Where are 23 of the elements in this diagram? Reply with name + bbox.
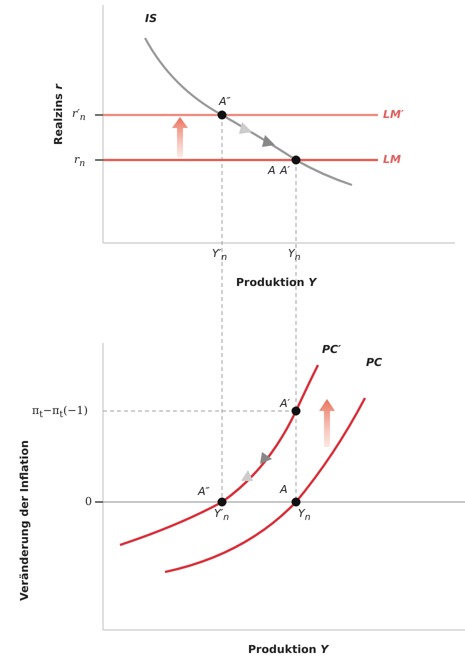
curve-label: PC′ (322, 343, 342, 356)
axis-tick-label: Y$_{n}$ (298, 507, 311, 524)
axis-tick-label: Y′$_{n}$ (212, 247, 228, 264)
axis-tick-label: π$_{t}$−π$_{t}$(−1) (32, 404, 88, 422)
point-label: A (268, 164, 276, 177)
axis-tick-label: Y$_{n}$ (288, 247, 301, 264)
point-label: A″ (219, 95, 231, 108)
point-label: A (280, 483, 288, 496)
curve-label: PC (366, 356, 382, 369)
axis-tick-label: r$_{n}$ (74, 153, 86, 170)
axis-tick-label: r′$_{n}$ (72, 107, 86, 124)
axis-title: Veränderung der Inflation (18, 440, 31, 601)
axis-title: Realzins r (52, 84, 65, 145)
curve-label: LM′ (383, 108, 404, 121)
curve-label: IS (145, 12, 158, 25)
point-label: A′ (280, 164, 290, 177)
point-label: A′ (280, 397, 290, 410)
curve-label: LM (383, 153, 401, 166)
point-label: A″ (198, 485, 210, 498)
axis-tick-label: 0 (85, 495, 92, 508)
axis-title: Produktion Y (248, 643, 328, 656)
axis-title: Produktion Y (236, 276, 316, 289)
axis-tick-label: Y′$_{n}$ (214, 507, 230, 524)
